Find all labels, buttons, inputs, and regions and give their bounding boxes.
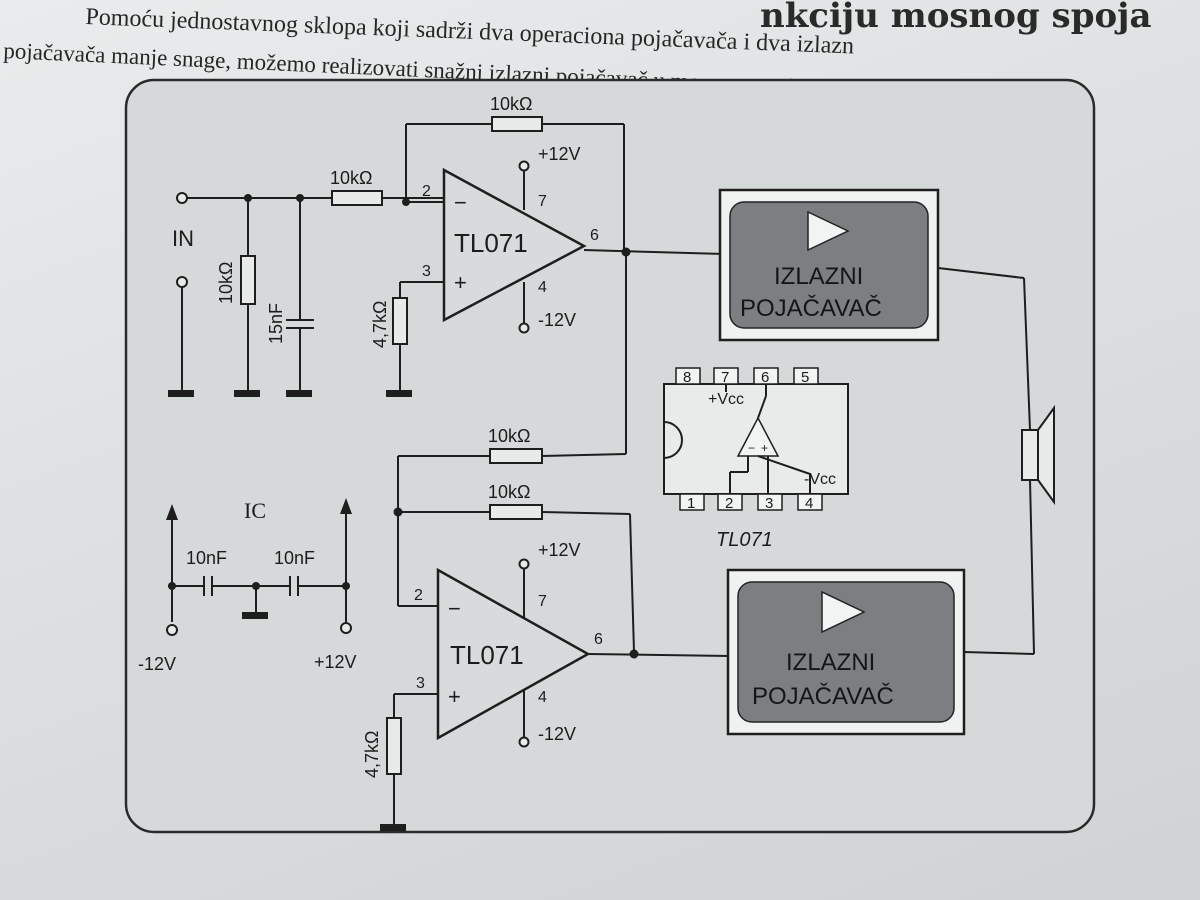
amp-bottom-triangle-icon [821,590,866,634]
opamp-top-vplus: +12V [538,144,581,164]
tl071-pinout: 8 7 6 5 1 2 3 4 +Vcc -Vcc − + [663,367,849,551]
amp-bottom-label-1: IZLAZNI [786,649,875,676]
pinout-pin-3: 3 [765,495,773,512]
link-resistor [489,448,543,464]
pinout-plus-sign: + [761,441,768,455]
feedback-resistor-bottom-label: 10kΩ [488,482,530,502]
ground-resistor-top-label: 4,7kΩ [370,301,390,348]
pos-rail-arrow-icon [340,498,352,514]
power-decoupling: IC 10nF 10nF -12V +12V [138,498,357,674]
pinout-vcc-pos: +Vcc [708,391,744,408]
feedback-resistor-bottom [489,504,543,520]
pinout-pin-8: 8 [683,369,691,386]
input-series-resistor [331,190,383,206]
ground-resistor-top [392,297,408,345]
opamp-top-vminus: -12V [538,310,576,330]
link-network: 10kΩ 10kΩ [393,426,635,653]
opamp-top: 10kΩ TL071 − + 2 3 6 +12V 7 -12V 4 [370,94,725,454]
output-amplifier-bottom: IZLAZNI POJAČAVAČ [726,568,1035,736]
opamp-top-pin-vminus: 4 [538,279,547,296]
link-resistor-label: 10kΩ [488,426,530,446]
opamp-bottom-pin-vplus: 7 [538,593,547,610]
feedback-resistor-top-label: 10kΩ [490,94,532,114]
ground-resistor-bottom-label: 4,7kΩ [362,731,382,778]
opamp-top-plus: + [454,270,467,295]
opamp-bottom: TL071 − + 2 3 6 +12V 7 -12V 4 4,7kΩ [362,540,731,831]
input-shunt-resistor [240,255,256,305]
schematic-panel: IN 10kΩ 15nF 10kΩ [124,78,1096,834]
input-series-resistor-label: 10kΩ [330,168,372,188]
feedback-resistor-top [491,116,543,132]
opamp-bottom-vminus: -12V [538,724,576,744]
opamp-top-name: TL071 [454,228,528,258]
section-heading: nkciju mosnog spoja [760,0,1152,36]
pinout-pin-5: 5 [801,369,809,386]
opamp-bottom-pin-noninv: 3 [416,675,425,692]
output-amplifier-top: IZLAZNI POJAČAVAČ [718,188,1031,431]
power-block-label: IC [244,498,266,523]
opamp-bottom-triangle [436,567,591,741]
opamp-bottom-minus: − [448,596,461,621]
ground-resistor-bottom [386,717,402,775]
input-section: IN 10kΩ 15nF 10kΩ [168,168,446,397]
neg-rail-arrow-icon [166,504,178,520]
decoupling-cap-left-label: 10nF [186,548,227,568]
pinout-pin-6: 6 [761,369,769,386]
input-capacitor-label: 15nF [266,303,286,344]
amp-top-label-2: POJAČAVAČ [740,294,882,322]
decoupling-cap-right-label: 10nF [274,548,315,568]
opamp-bottom-vplus: +12V [538,540,581,560]
amp-top-label-1: IZLAZNI [774,263,863,290]
opamp-bottom-pin-vminus: 4 [538,689,547,706]
input-label: IN [172,226,194,251]
rail-neg-label: -12V [138,654,176,674]
opamp-top-minus: − [454,190,467,215]
pinout-pin-1: 1 [687,495,695,512]
opamp-top-pin-out: 6 [590,227,599,244]
opamp-top-triangle [442,167,587,323]
opamp-bottom-pin-inv: 2 [414,587,423,604]
opamp-bottom-pin-out: 6 [594,631,603,648]
opamp-top-pin-inv: 2 [422,183,431,200]
pinout-pin-4: 4 [805,495,813,512]
pinout-pin-2: 2 [725,495,733,512]
loudspeaker-icon [1021,404,1055,655]
amp-bottom-label-2: POJAČAVAČ [752,682,894,710]
pinout-minus-sign: − [748,441,755,455]
opamp-bottom-plus: + [448,684,461,709]
pinout-pin-7: 7 [721,369,729,386]
opamp-bottom-name: TL071 [450,640,524,670]
opamp-top-pin-vplus: 7 [538,193,547,210]
amp-top-triangle-icon [807,210,850,252]
pinout-vcc-neg: -Vcc [804,471,836,488]
opamp-top-pin-noninv: 3 [422,263,431,280]
rail-pos-label: +12V [314,652,357,672]
input-shunt-resistor-label: 10kΩ [216,262,236,304]
pinout-chip-name: TL071 [716,529,773,551]
